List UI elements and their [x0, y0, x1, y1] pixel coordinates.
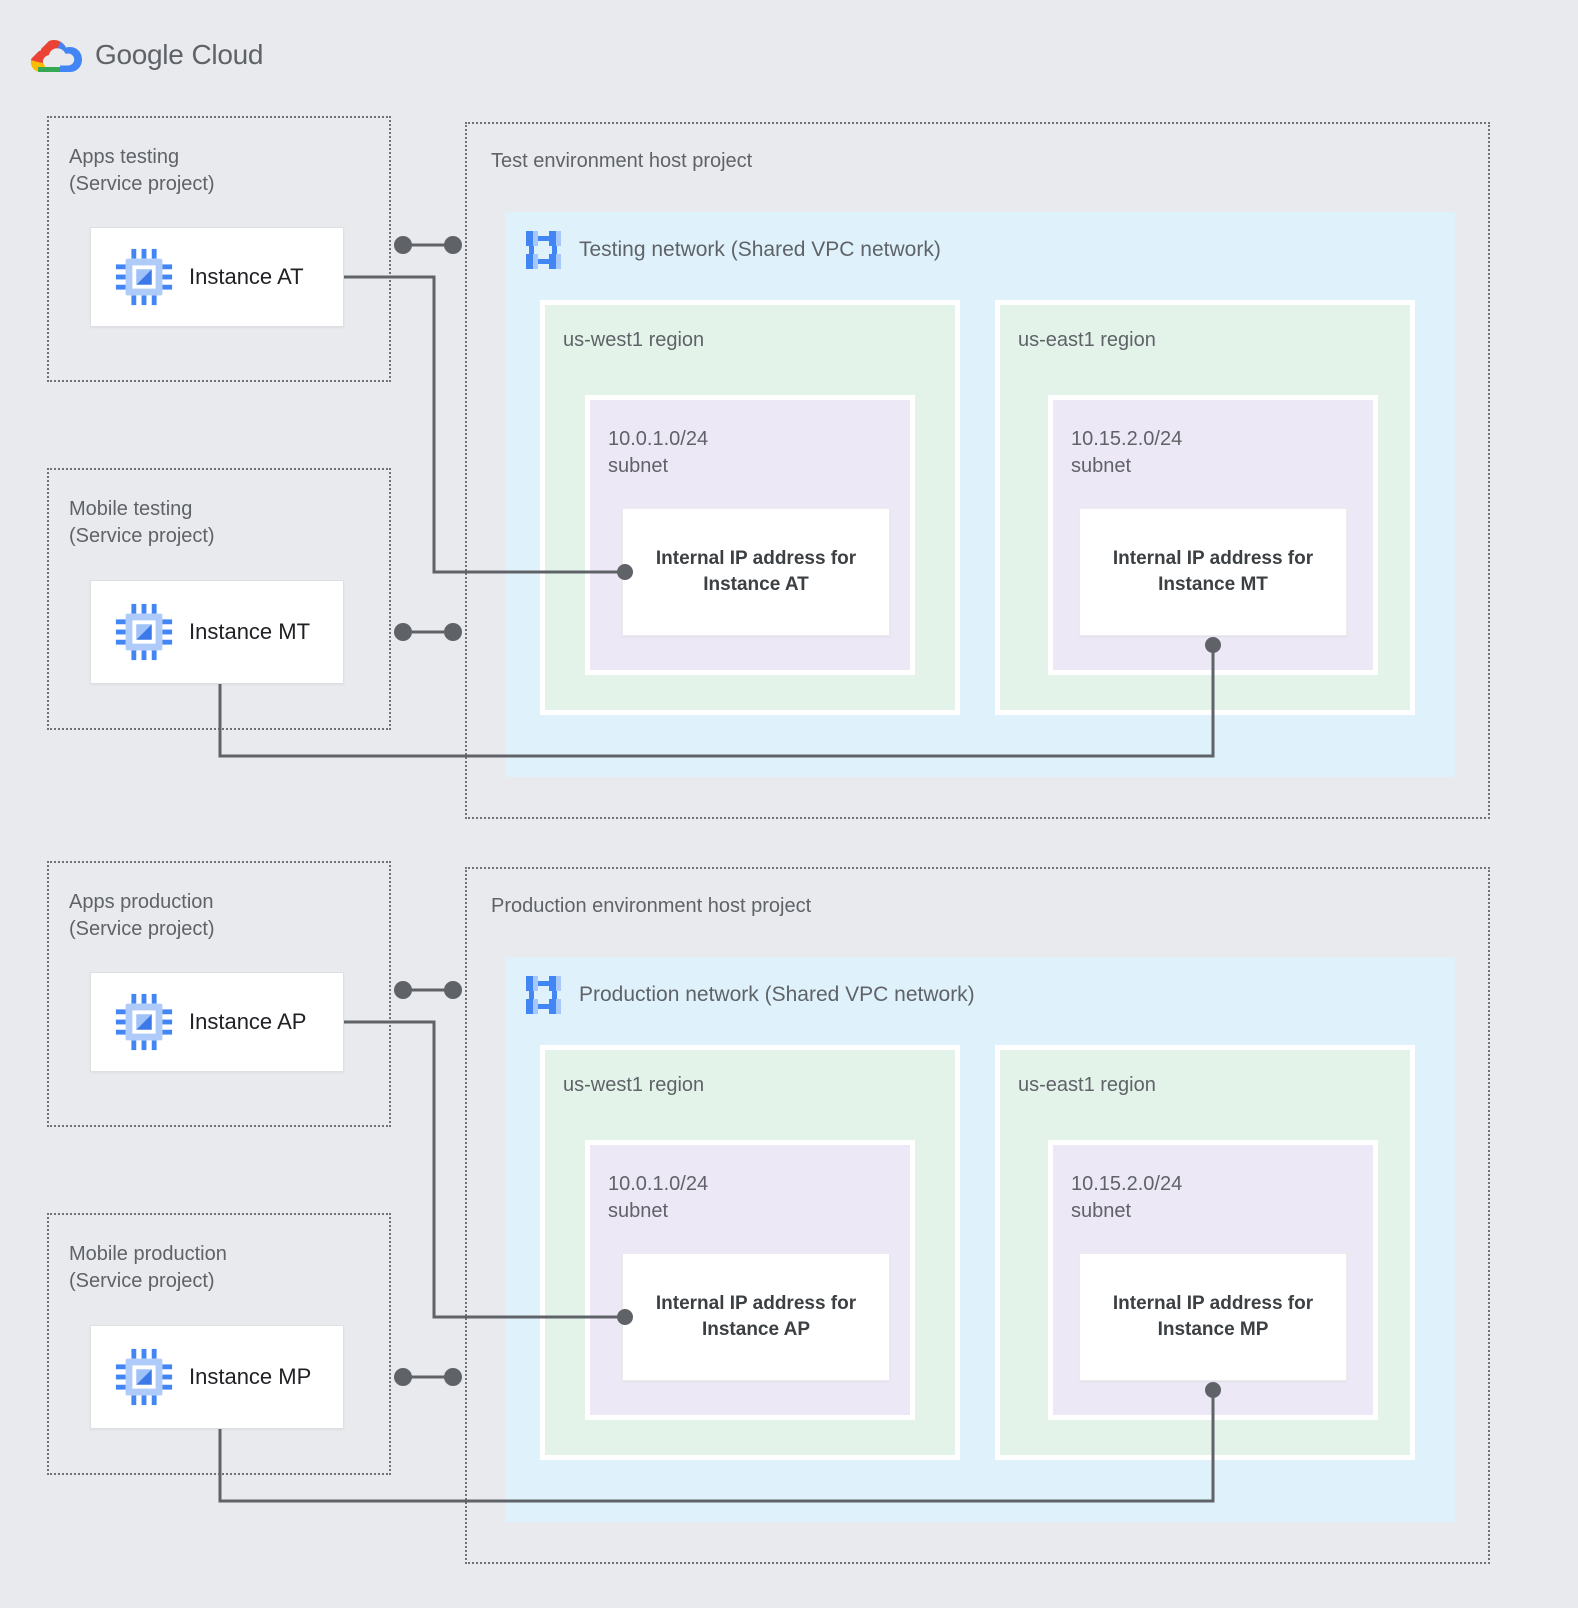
peering-link-mp: [394, 1368, 462, 1386]
vpc-network-icon: [526, 231, 561, 269]
peering-link-mt: [394, 623, 462, 641]
google-cloud-cloud-icon: [30, 40, 82, 72]
vpc-network-header: Testing network (Shared VPC network): [523, 230, 941, 270]
region-title: us-west1 region: [563, 329, 705, 351]
compute-engine-chip-icon: [115, 993, 173, 1051]
subnet-title: 10.0.1.0/24 subnet: [608, 428, 709, 477]
region-title: us-east1 region: [1018, 1074, 1156, 1096]
instance-box-ap: Instance AP: [90, 972, 344, 1072]
vpc-network-title: Testing network (Shared VPC network): [579, 238, 941, 261]
vpc-network-header: Production network (Shared VPC network): [523, 975, 975, 1015]
region-title: us-east1 region: [1018, 329, 1156, 351]
subnet-title: 10.15.2.0/24 subnet: [1071, 1173, 1183, 1222]
region-title: us-west1 region: [563, 1074, 705, 1096]
service-project-label: Apps production (Service project): [69, 891, 215, 940]
subnet-title: 10.15.2.0/24 subnet: [1071, 428, 1183, 477]
vpc-network-icon: [526, 976, 561, 1014]
internal-ip-box-instance-ap: Internal IP address for Instance AP: [622, 1253, 890, 1381]
service-project-label: Mobile production (Service project): [69, 1243, 227, 1292]
host-project-title: Test environment host project: [491, 150, 753, 172]
host-project-title: Production environment host project: [491, 895, 812, 917]
instance-label: Instance AT: [189, 264, 304, 289]
internal-ip-box-instance-mt: Internal IP address for Instance MT: [1079, 508, 1347, 636]
compute-engine-chip-icon: [115, 603, 173, 661]
instance-label: Instance MT: [189, 619, 311, 644]
subnet-title: 10.0.1.0/24 subnet: [608, 1173, 709, 1222]
internal-ip-box-instance-mp: Internal IP address for Instance MP: [1079, 1253, 1347, 1381]
instance-box-mt: Instance MT: [90, 580, 344, 684]
peering-link-ap: [394, 981, 462, 999]
service-project-apps-testing: Apps testing (Service project): [47, 116, 391, 382]
instance-label: Instance MP: [189, 1364, 312, 1389]
compute-engine-chip-icon: [115, 248, 173, 306]
compute-engine-chip-icon: [115, 1348, 173, 1406]
instance-label: Instance AP: [189, 1009, 307, 1034]
instance-box-mp: Instance MP: [90, 1325, 344, 1429]
service-project-label: Mobile testing (Service project): [69, 498, 215, 547]
service-project-mobile-testing: Mobile testing (Service project): [47, 468, 391, 730]
peering-link-at: [394, 236, 462, 254]
vpc-network-title: Production network (Shared VPC network): [579, 983, 975, 1006]
internal-ip-box-instance-at: Internal IP address for Instance AT: [622, 508, 890, 636]
service-project-apps-production: Apps production (Service project): [47, 861, 391, 1127]
instance-box-at: Instance AT: [90, 227, 344, 327]
service-project-label: Apps testing (Service project): [69, 146, 215, 195]
